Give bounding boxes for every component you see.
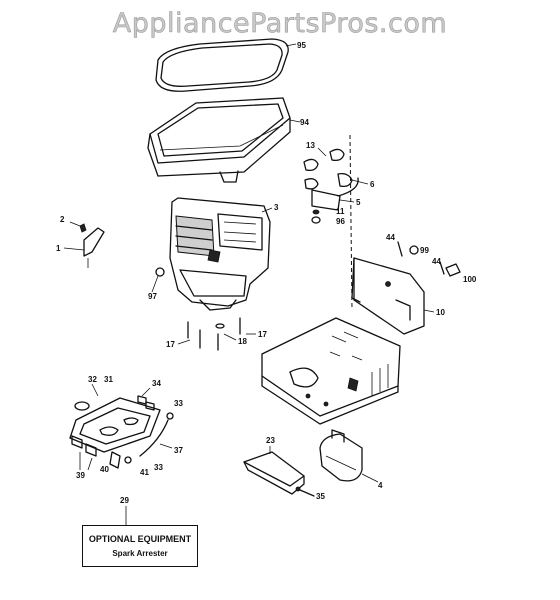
callout-2: 2 bbox=[60, 215, 65, 224]
callout-4: 4 bbox=[378, 481, 383, 490]
part-95-seal bbox=[155, 38, 297, 92]
part-4-muffler bbox=[319, 429, 379, 483]
callout-44a: 44 bbox=[386, 233, 395, 242]
callout-3: 3 bbox=[274, 203, 279, 212]
optional-equipment-item: Spark Arrester bbox=[112, 549, 168, 558]
part-3-engine bbox=[169, 197, 273, 311]
callout-34: 34 bbox=[152, 379, 161, 388]
callout-13: 13 bbox=[306, 141, 315, 150]
callout-99: 99 bbox=[420, 246, 429, 255]
callout-39: 39 bbox=[76, 471, 85, 480]
callout-97: 97 bbox=[148, 292, 157, 301]
callout-44b: 44 bbox=[432, 257, 441, 266]
part-13-fittings bbox=[303, 147, 369, 224]
part-37-cable bbox=[139, 412, 174, 457]
callout-100: 100 bbox=[463, 275, 477, 284]
callout-17a: 17 bbox=[166, 340, 175, 349]
part-17-bolts bbox=[177, 317, 256, 351]
part-99-screw bbox=[397, 241, 461, 277]
callout-11: 11 bbox=[336, 207, 345, 216]
watermark: AppliancePartsPros.com bbox=[112, 8, 448, 40]
callout-18: 18 bbox=[238, 337, 247, 346]
callout-10: 10 bbox=[436, 308, 445, 317]
chassis-plate bbox=[261, 317, 401, 425]
part-10-bracket bbox=[351, 257, 435, 335]
callout-23: 23 bbox=[266, 436, 275, 445]
optional-equipment-title: OPTIONAL EQUIPMENT bbox=[88, 534, 192, 544]
callout-5: 5 bbox=[356, 198, 361, 207]
callout-29: 29 bbox=[120, 496, 129, 505]
part-97-screw bbox=[151, 267, 165, 293]
part-23-heat-shield bbox=[243, 446, 305, 495]
part-31-arrester-bracket bbox=[69, 383, 161, 453]
callout-33b: 33 bbox=[154, 463, 163, 472]
callout-37: 37 bbox=[174, 446, 183, 455]
optional-equipment-box: OPTIONAL EQUIPMENT Spark Arrester bbox=[82, 525, 198, 567]
callout-95: 95 bbox=[297, 41, 306, 50]
callout-6: 6 bbox=[370, 180, 375, 189]
part-35-screw bbox=[295, 486, 315, 497]
part-39-clips bbox=[71, 435, 132, 471]
callout-94: 94 bbox=[300, 118, 309, 127]
callout-17b: 17 bbox=[258, 330, 267, 339]
callout-96: 96 bbox=[336, 217, 345, 226]
callout-1: 1 bbox=[56, 244, 61, 253]
callout-33a: 33 bbox=[174, 399, 183, 408]
callout-41: 41 bbox=[140, 468, 149, 477]
part-94-air-filter-housing bbox=[147, 97, 301, 183]
part-1-bracket bbox=[63, 221, 105, 268]
callout-35: 35 bbox=[316, 492, 325, 501]
callout-32: 32 bbox=[88, 375, 97, 384]
callout-31: 31 bbox=[104, 375, 113, 384]
callout-40: 40 bbox=[100, 465, 109, 474]
